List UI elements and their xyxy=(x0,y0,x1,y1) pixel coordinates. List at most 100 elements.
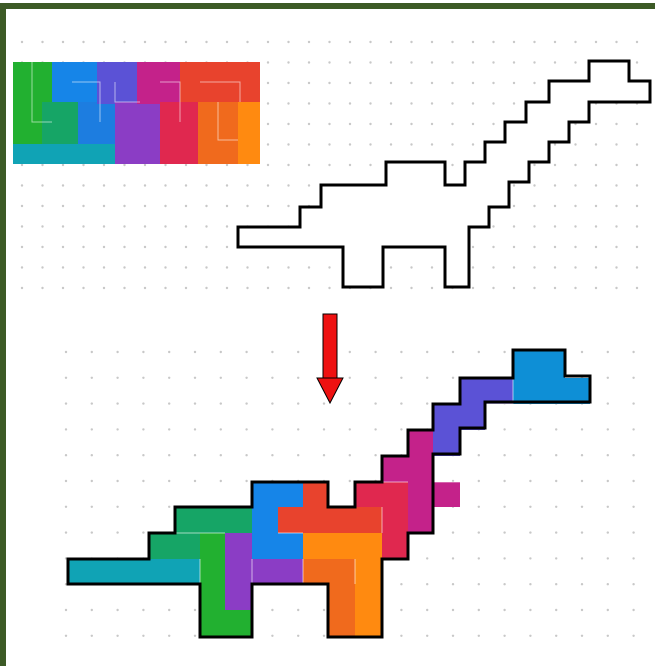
grid-dot xyxy=(116,506,118,508)
grid-dot xyxy=(65,351,67,353)
grid-dot xyxy=(287,123,289,125)
grid-dot xyxy=(82,205,84,207)
grid-dot xyxy=(349,143,351,145)
grid-dot xyxy=(205,205,207,207)
grid-dot xyxy=(103,41,105,43)
grid-dot xyxy=(426,609,428,611)
grid-dot xyxy=(533,82,535,84)
grid-dot xyxy=(185,205,187,207)
grid-dot xyxy=(529,583,531,585)
grid-dot xyxy=(185,164,187,166)
grid-dot xyxy=(632,557,634,559)
grid-dot xyxy=(116,402,118,404)
grid-dot xyxy=(632,531,634,533)
grid-dot xyxy=(123,41,125,43)
blue-piece[interactable] xyxy=(78,102,120,144)
grid-dot xyxy=(308,164,310,166)
grid-dot xyxy=(529,635,531,637)
grid-dot xyxy=(21,287,23,289)
grid-dot xyxy=(400,583,402,585)
grid-dot xyxy=(533,225,535,227)
grid-dot xyxy=(194,635,196,637)
teal-piece[interactable] xyxy=(42,102,80,144)
grid-dot xyxy=(246,205,248,207)
grid-dot xyxy=(426,557,428,559)
grid-dot xyxy=(607,583,609,585)
grid-dot xyxy=(581,609,583,611)
grid-dot xyxy=(410,287,412,289)
grid-dot xyxy=(103,246,105,248)
grid-dot xyxy=(581,351,583,353)
grid-dot xyxy=(323,402,325,404)
purple-piece[interactable] xyxy=(115,102,165,164)
grid-dot xyxy=(581,480,583,482)
grid-dot xyxy=(492,82,494,84)
grid-dot xyxy=(374,402,376,404)
grid-dot xyxy=(194,377,196,379)
grid-dot xyxy=(168,428,170,430)
grid-dot xyxy=(123,266,125,268)
grid-dot xyxy=(581,506,583,508)
grid-dot xyxy=(478,635,480,637)
grid-dot xyxy=(632,351,634,353)
grid-dot xyxy=(554,225,556,227)
grid-dot xyxy=(513,205,515,207)
grid-dot xyxy=(607,609,609,611)
grid-dot xyxy=(168,351,170,353)
grid-dot xyxy=(554,143,556,145)
grid-dot xyxy=(308,61,310,63)
grid-dot xyxy=(478,480,480,482)
amber-piece[interactable] xyxy=(238,102,260,164)
grid-dot xyxy=(287,143,289,145)
grid-dot xyxy=(91,480,93,482)
grid-dot xyxy=(91,635,93,637)
crimson-piece[interactable] xyxy=(160,102,198,164)
grid-dot xyxy=(103,287,105,289)
grid-dot xyxy=(554,41,556,43)
grid-dot xyxy=(492,246,494,248)
grid-dot xyxy=(205,184,207,186)
grid-dot xyxy=(271,609,273,611)
grid-dot xyxy=(374,377,376,379)
grid-dot xyxy=(349,82,351,84)
grid-dot xyxy=(246,287,248,289)
grid-dot xyxy=(185,246,187,248)
grid-dot xyxy=(369,123,371,125)
grid-dot xyxy=(226,41,228,43)
grid-dot xyxy=(595,123,597,125)
grid-dot xyxy=(267,41,269,43)
grid-dot xyxy=(607,635,609,637)
grid-dot xyxy=(529,428,531,430)
grid-dot xyxy=(185,225,187,227)
grid-dot xyxy=(513,246,515,248)
grid-dot xyxy=(492,287,494,289)
grid-dot xyxy=(492,102,494,104)
grid-dot xyxy=(431,123,433,125)
grid-dot xyxy=(349,61,351,63)
grid-dot xyxy=(636,164,638,166)
grid-dot xyxy=(308,184,310,186)
grid-dot xyxy=(287,266,289,268)
grid-dot xyxy=(390,266,392,268)
grid-dot xyxy=(472,123,474,125)
grid-dot xyxy=(142,428,144,430)
grid-dot xyxy=(410,143,412,145)
grid-dot xyxy=(632,583,634,585)
grid-dot xyxy=(472,82,474,84)
grid-dot xyxy=(349,351,351,353)
grid-dot xyxy=(287,61,289,63)
grid-dot xyxy=(142,635,144,637)
grid-dot xyxy=(632,454,634,456)
down-arrow xyxy=(317,314,343,403)
grid-dot xyxy=(513,41,515,43)
grid-dot xyxy=(400,402,402,404)
grid-dot xyxy=(431,61,433,63)
grid-dot xyxy=(595,287,597,289)
grid-dot xyxy=(287,287,289,289)
grid-dot xyxy=(390,123,392,125)
grid-dot xyxy=(144,41,146,43)
cyan-piece[interactable] xyxy=(13,144,115,164)
grid-dot xyxy=(164,205,166,207)
grid-dot xyxy=(492,123,494,125)
grid-dot xyxy=(62,246,64,248)
